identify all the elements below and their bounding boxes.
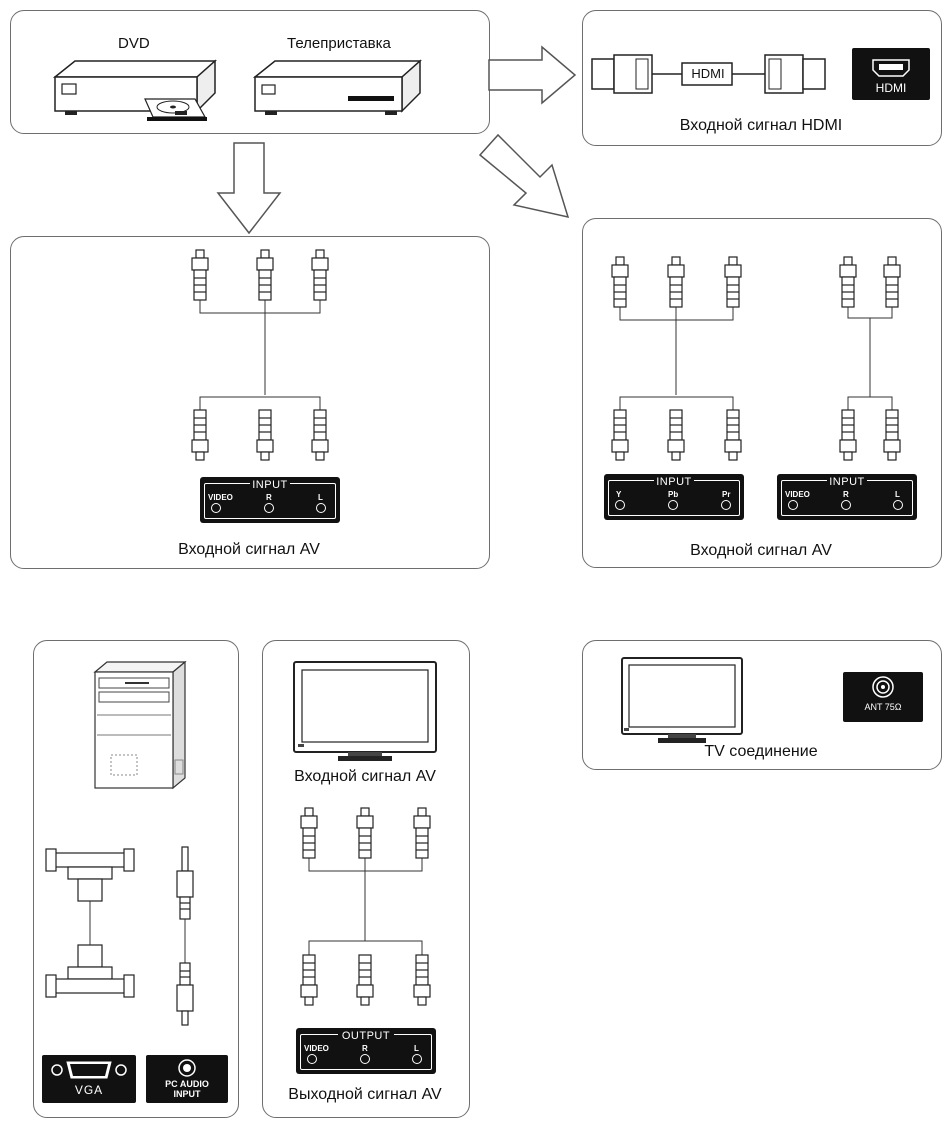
- tv-icon: [621, 657, 743, 743]
- port-label-r: R: [266, 493, 272, 502]
- hdmi-port-icon: [872, 59, 910, 77]
- jack-l: [316, 503, 326, 513]
- av-input-panel-title: INPUT: [250, 479, 290, 491]
- arrow-right: [488, 45, 577, 105]
- audio-cable-icon: [176, 846, 194, 1026]
- rca-cable-output: [300, 807, 431, 1006]
- jack-video-out: [307, 1054, 317, 1064]
- component-panel-title: INPUT: [654, 476, 694, 488]
- pc-audio-label-1: PC AUDIO: [165, 1079, 209, 1089]
- av-component-caption: Входной сигнал AV: [690, 542, 832, 559]
- dvd-label: DVD: [118, 35, 150, 52]
- av-input-panel-right: INPUT VIDEO R L: [777, 474, 917, 520]
- pc-audio-label-2: INPUT: [173, 1089, 201, 1099]
- jack-r: [264, 503, 274, 513]
- pc-audio-port-panel: PC AUDIO INPUT: [146, 1055, 228, 1103]
- port-label-l-out: L: [414, 1044, 419, 1053]
- jack-pr: [721, 500, 731, 510]
- set-top-box-label: Телеприставка: [287, 35, 391, 52]
- hdmi-port-label: HDMI: [875, 81, 907, 95]
- port-label-r-right: R: [843, 490, 849, 499]
- jack-video-right: [788, 500, 798, 510]
- av-input-caption: Входной сигнал AV: [178, 541, 320, 558]
- dvd-player-icon: [52, 59, 217, 121]
- vga-label: VGA: [74, 1083, 104, 1097]
- audio-jack-icon: [178, 1059, 196, 1077]
- antenna-port-icon: [872, 676, 894, 698]
- port-label-video-out: VIDEO: [304, 1044, 329, 1053]
- component-input-panel: INPUT Y Pb Pr: [604, 474, 744, 520]
- av-input-panel: INPUT VIDEO R L: [200, 477, 340, 523]
- hdmi-caption: Входной сигнал HDMI: [679, 117, 843, 134]
- arrow-diagonal: [478, 133, 570, 219]
- av-panel-title-right: INPUT: [827, 476, 867, 488]
- set-top-box-icon: [252, 59, 422, 115]
- port-label-r-out: R: [362, 1044, 368, 1053]
- jack-video: [211, 503, 221, 513]
- rca-cable-stereo: [839, 256, 901, 461]
- vga-cable-icon: [45, 848, 135, 998]
- port-label-video-right: VIDEO: [785, 490, 810, 499]
- antenna-port-panel: ANT 75Ω: [843, 672, 923, 722]
- tv-monitor-icon: [293, 661, 437, 761]
- antenna-port-label: ANT 75Ω: [864, 702, 902, 712]
- arrow-down: [216, 142, 282, 235]
- port-label-pr: Pr: [722, 490, 731, 499]
- jack-r-out: [360, 1054, 370, 1064]
- av-output-caption: Выходной сигнал AV: [288, 1086, 442, 1103]
- rca-cable-component: [611, 256, 742, 461]
- hdmi-port-panel: HDMI: [852, 48, 930, 100]
- hdmi-cable-icon: [591, 54, 826, 94]
- jack-r-right: [841, 500, 851, 510]
- jack-l-out: [412, 1054, 422, 1064]
- jack-l-right: [893, 500, 903, 510]
- port-label-pb: Pb: [668, 490, 679, 499]
- jack-y: [615, 500, 625, 510]
- port-label-l-right: L: [895, 490, 900, 499]
- rca-cable-3: [191, 249, 329, 461]
- tv-caption: TV соединение: [704, 743, 818, 760]
- port-label-l: L: [318, 493, 323, 502]
- port-label-y: Y: [616, 490, 622, 499]
- av-output-panel-title: OUTPUT: [338, 1030, 394, 1042]
- vga-port-icon: [51, 1061, 127, 1079]
- port-label-video: VIDEO: [208, 493, 233, 502]
- pc-tower-icon: [93, 660, 187, 790]
- jack-pb: [668, 500, 678, 510]
- av-output-input-caption: Входной сигнал AV: [294, 768, 436, 785]
- hdmi-cable-label: HDMI: [691, 66, 725, 81]
- vga-port-panel: VGA: [42, 1055, 136, 1103]
- av-output-panel: OUTPUT VIDEO R L: [296, 1028, 436, 1074]
